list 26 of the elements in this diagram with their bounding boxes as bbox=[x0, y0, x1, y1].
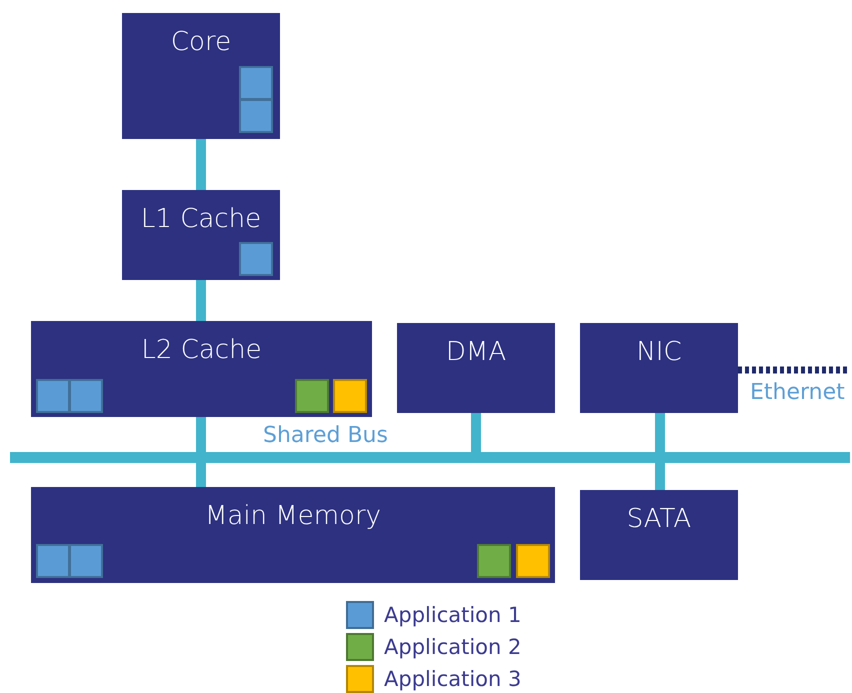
legend-label: Application 1 bbox=[384, 602, 522, 629]
connector-line bbox=[196, 463, 206, 487]
box-title: DMA bbox=[446, 337, 506, 367]
memory-box bbox=[31, 487, 555, 583]
controller-box bbox=[580, 490, 738, 580]
controller-box bbox=[397, 323, 555, 413]
dashed-line bbox=[738, 366, 850, 374]
connector-line bbox=[196, 280, 206, 321]
cache-box bbox=[122, 190, 280, 280]
connector-line bbox=[196, 139, 206, 190]
box-title: SATA bbox=[626, 504, 692, 534]
connector-line bbox=[471, 413, 481, 452]
bus-label: Shared Bus bbox=[263, 423, 388, 448]
connector-line bbox=[655, 413, 665, 452]
cache-box bbox=[31, 321, 372, 417]
box-title: NIC bbox=[636, 337, 682, 367]
box-title: Core bbox=[170, 27, 232, 57]
legend-label: Application 2 bbox=[384, 634, 522, 661]
controller-box bbox=[580, 323, 738, 413]
box-title: L2 Cache bbox=[141, 335, 262, 365]
box-title: Main Memory bbox=[204, 501, 382, 531]
box-title: L1 Cache bbox=[140, 204, 262, 234]
connector-line bbox=[655, 463, 665, 490]
core-box bbox=[122, 13, 280, 139]
legend-label: Application 3 bbox=[384, 666, 522, 693]
connector-line bbox=[196, 417, 206, 452]
